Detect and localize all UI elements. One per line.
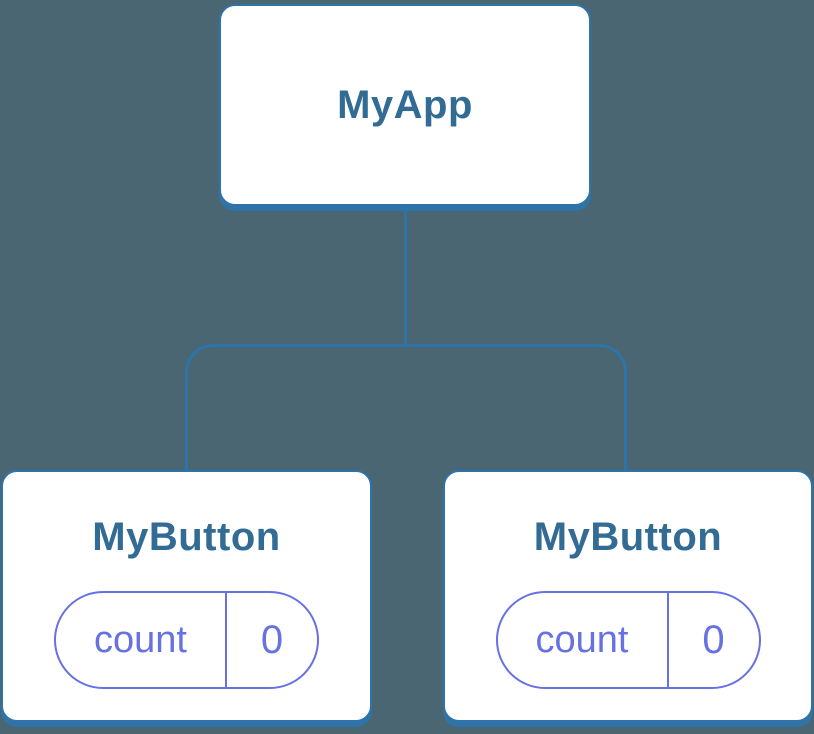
state-name: count (498, 593, 669, 687)
node-label: MyApp (337, 83, 473, 127)
state-value: 0 (702, 617, 725, 662)
node-label: MyButton (533, 515, 723, 559)
connector-trunk-line (404, 209, 407, 346)
node-label: MyButton (92, 515, 281, 559)
tree-node-mybutton-left: MyButton count 0 (1, 470, 372, 722)
tree-node-mybutton-right: MyButton count 0 (443, 470, 813, 722)
tree-node-myapp: MyApp (219, 4, 591, 206)
state-pill: count 0 (54, 591, 319, 689)
connector-branch-bracket (185, 344, 627, 470)
state-name: count (56, 593, 227, 687)
state-pill: count 0 (495, 591, 761, 689)
state-value: 0 (260, 617, 284, 662)
